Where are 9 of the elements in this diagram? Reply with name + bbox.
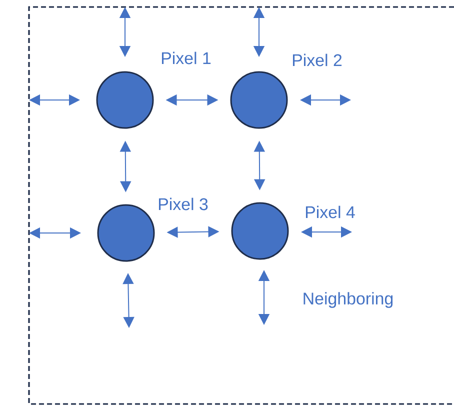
pixel-label: Pixel 2 xyxy=(292,54,342,66)
text-label: Neighboring xyxy=(304,292,393,308)
pixel-circle xyxy=(230,71,288,129)
pixel-circle xyxy=(231,202,289,260)
pixel-label: Pixel 3 xyxy=(158,198,208,210)
pixel-circle xyxy=(96,71,154,129)
pixel-circle xyxy=(97,204,155,262)
pixel-label: Pixel 1 xyxy=(162,52,211,64)
pixel-label: Pixel 4 xyxy=(306,206,355,218)
